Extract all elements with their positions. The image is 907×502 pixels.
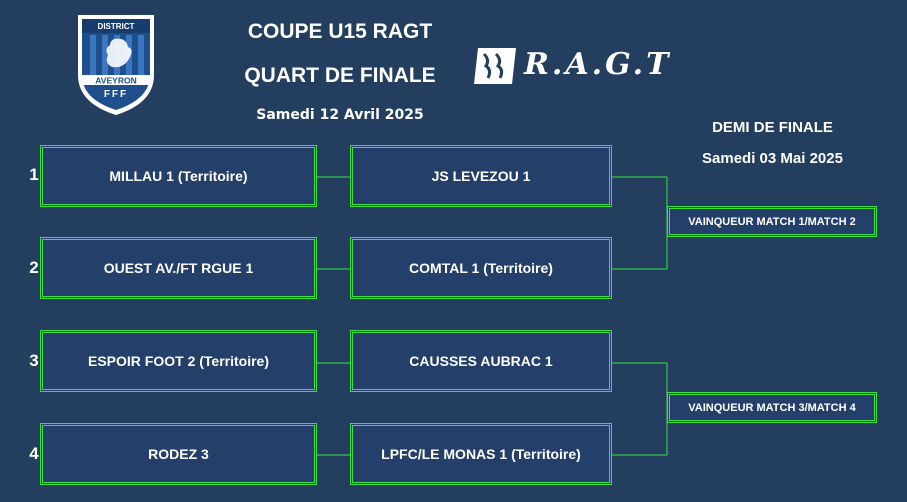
ragt-wordmark: R.A.G.T bbox=[524, 47, 672, 82]
round-title: QUART DE FINALE bbox=[244, 64, 436, 87]
match-number: 1 bbox=[29, 165, 39, 184]
match-3-home-team: ESPOIR FOOT 2 (Territoire) bbox=[40, 330, 317, 392]
match-1-away-team: JS LEVEZOU 1 bbox=[350, 145, 612, 207]
svg-text:AVEYRON: AVEYRON bbox=[95, 76, 136, 86]
match-4-away-team: LPFC/LE MONAS 1 (Territoire) bbox=[350, 423, 612, 485]
match-1-home-team: MILLAU 1 (Territoire) bbox=[40, 145, 317, 207]
ragt-sponsor-logo: R.A.G.T bbox=[472, 44, 668, 88]
competition-title: COUPE U15 RAGT bbox=[247, 20, 433, 43]
match-2-home-team: OUEST AV./FT RGUE 1 bbox=[40, 237, 317, 299]
match-2-away-team: COMTAL 1 (Territoire) bbox=[350, 237, 612, 299]
svg-text:FFF: FFF bbox=[104, 89, 128, 100]
match-4-home-team: RODEZ 3 bbox=[40, 423, 317, 485]
semi-final-2-slot: VAINQUEUR MATCH 3/MATCH 4 bbox=[667, 392, 877, 423]
match-number: 3 bbox=[29, 351, 39, 370]
match-number: 2 bbox=[29, 258, 39, 277]
match-number: 4 bbox=[29, 444, 39, 463]
semi-final-date: Samedi 03 Mai 2025 bbox=[702, 150, 843, 167]
semi-final-1-slot: VAINQUEUR MATCH 1/MATCH 2 bbox=[667, 206, 877, 237]
semi-final-title: DEMI DE FINALE bbox=[712, 119, 833, 136]
quarter-final-date: Samedi 12 Avril 2025 bbox=[256, 107, 424, 123]
match-3-away-team: CAUSSES AUBRAC 1 bbox=[350, 330, 612, 392]
svg-text:DISTRICT: DISTRICT bbox=[98, 22, 135, 31]
district-aveyron-logo: DISTRICT AVEYRON FFF bbox=[74, 13, 158, 117]
